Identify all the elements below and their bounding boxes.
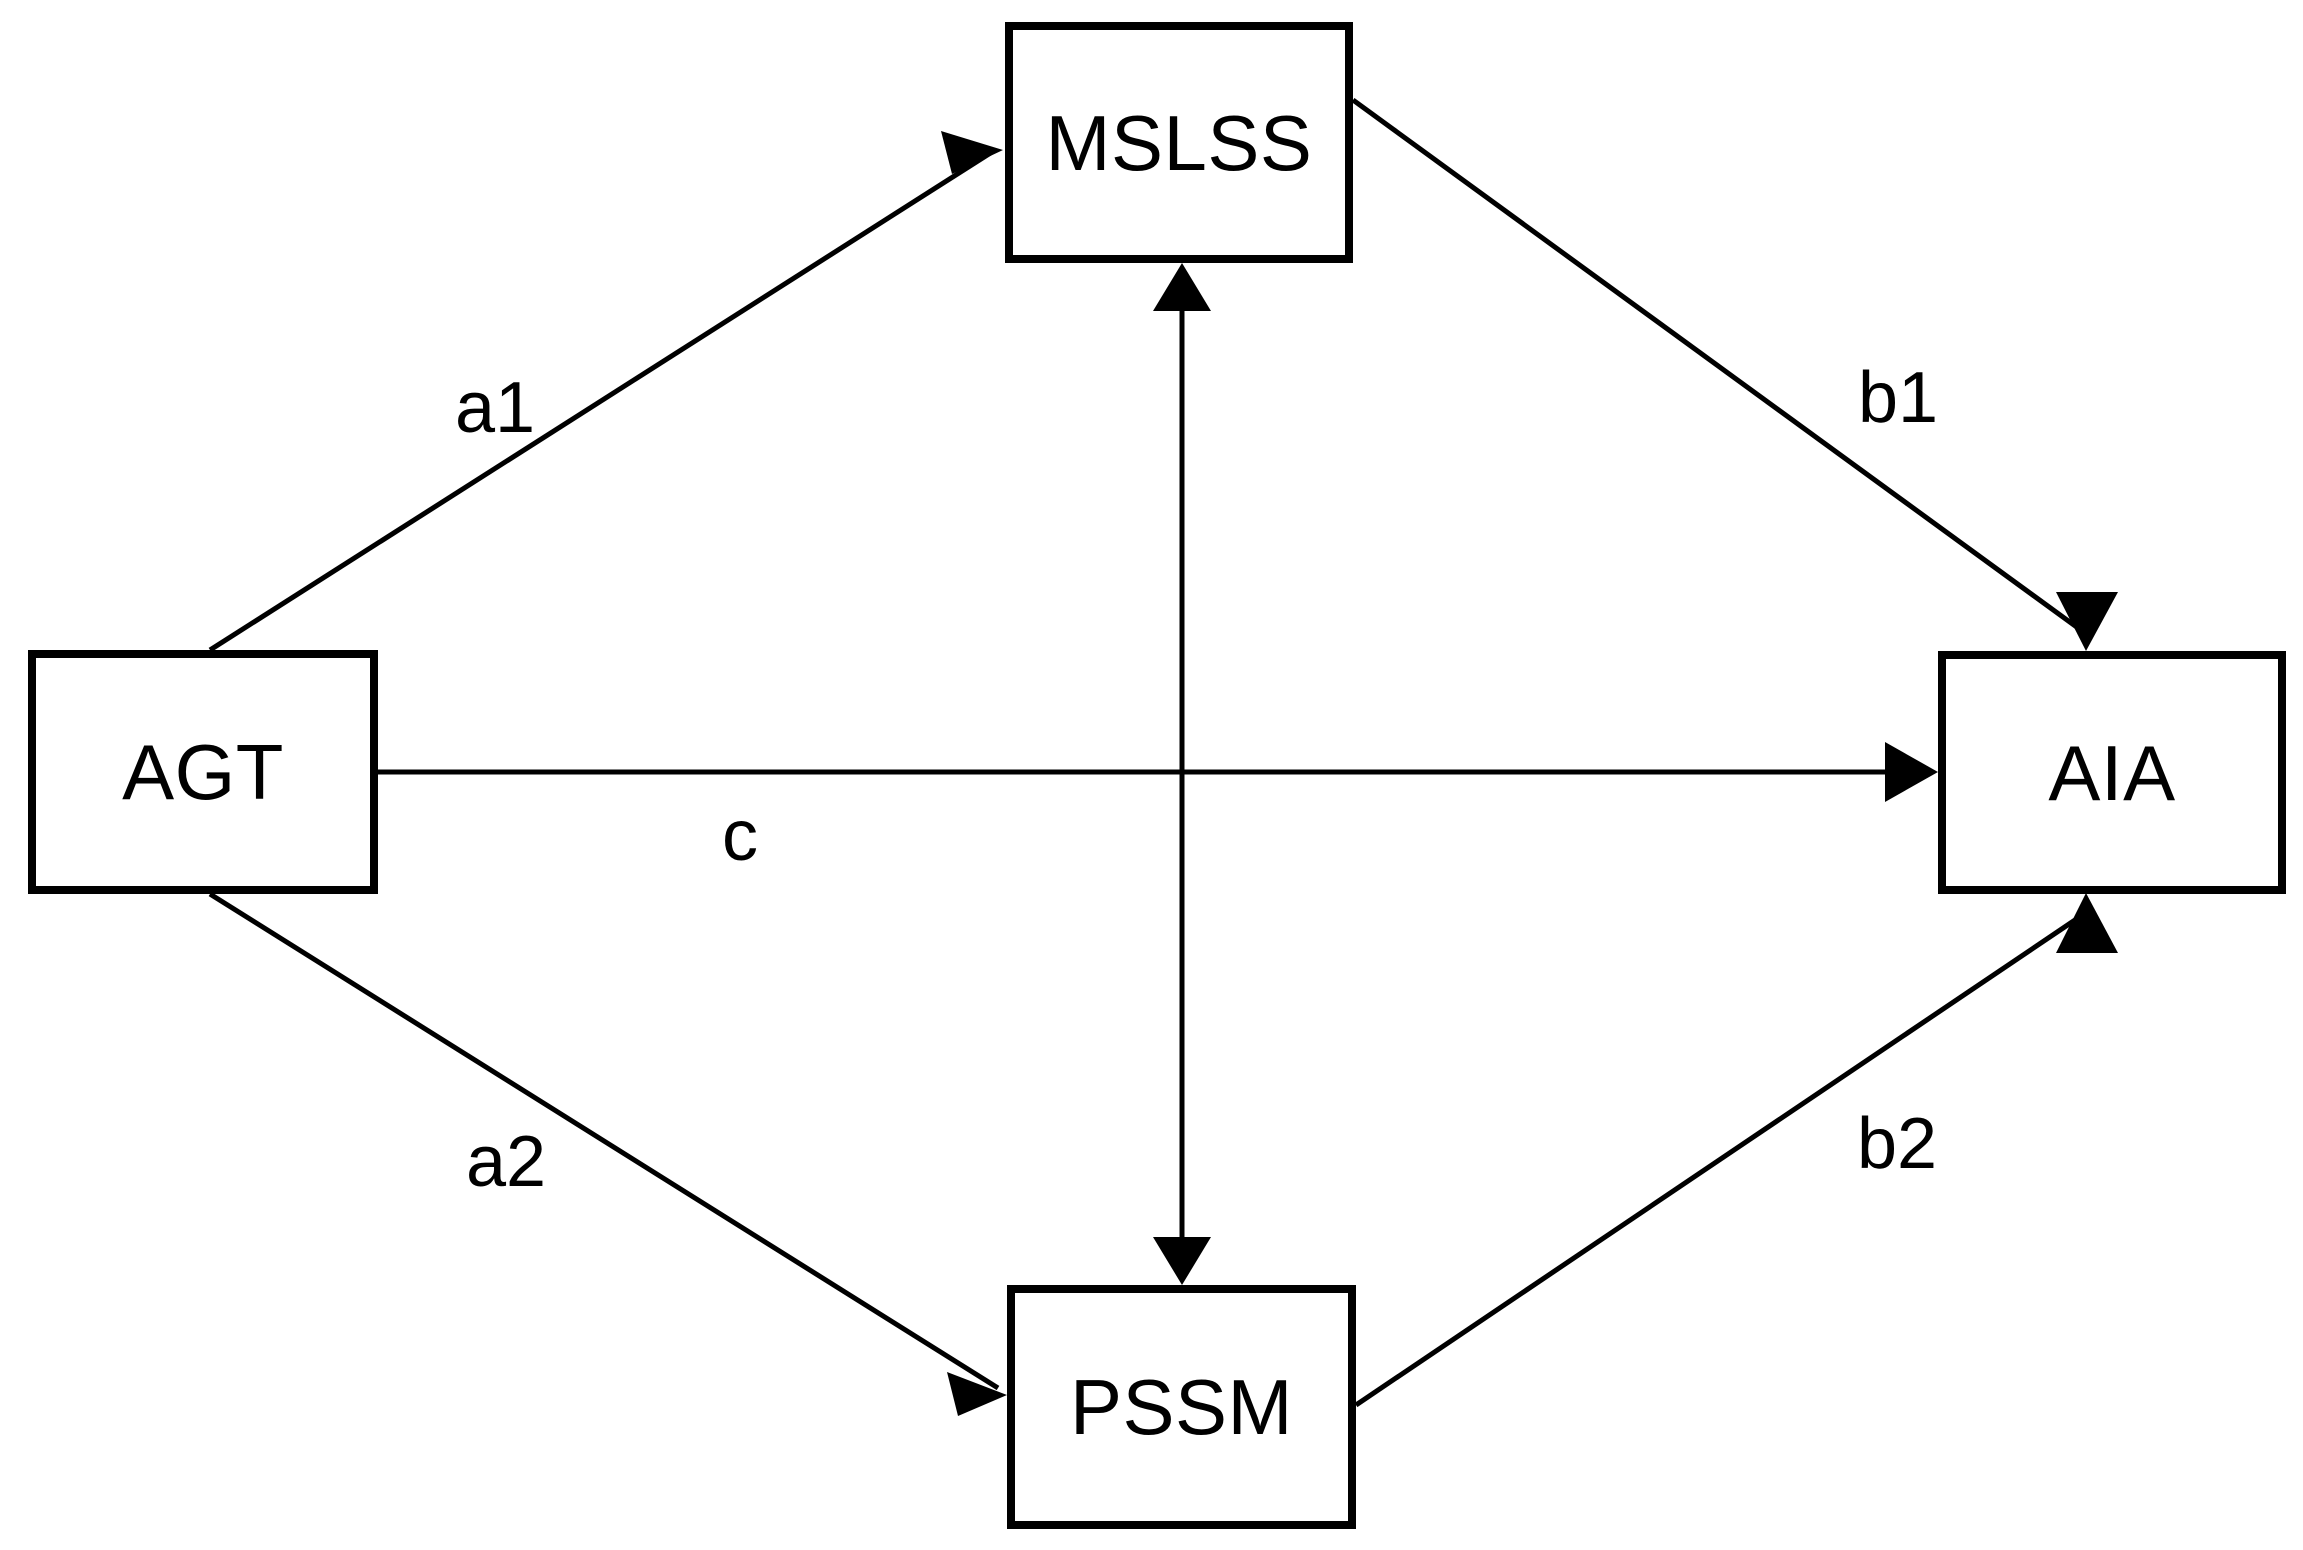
edge-c-arrowhead	[1885, 742, 1938, 802]
edge-c	[378, 742, 1938, 802]
edge-b1	[1351, 97, 2118, 651]
edge-b1-line	[1351, 97, 2080, 631]
node-agt-label: AGT	[122, 728, 284, 816]
edge-mslss-pssm-arrowhead-down	[1153, 1237, 1211, 1285]
node-pssm[interactable]: PSSM	[1007, 1285, 1356, 1529]
edge-label-b2: b2	[1857, 1104, 1938, 1184]
node-mslss-label: MSLSS	[1045, 98, 1313, 187]
node-aia-label: AIA	[2048, 728, 2176, 817]
edge-b2	[1354, 893, 2118, 1408]
edge-label-b1: b1	[1858, 358, 1939, 438]
node-aia[interactable]: AIA	[1938, 651, 2286, 894]
edge-label-c: c	[722, 796, 758, 876]
node-mslss[interactable]: MSLSS	[1005, 22, 1353, 263]
edge-b1-arrowhead	[2056, 592, 2118, 651]
edge-b2-arrowhead	[2056, 893, 2118, 953]
edge-a2-line	[208, 891, 1000, 1391]
edge-mslss-pssm-arrowhead-up	[1153, 263, 1211, 311]
edge-a2	[208, 891, 1007, 1416]
edge-b2-line	[1354, 915, 2080, 1408]
edge-a2-arrowhead	[947, 1372, 1007, 1416]
edge-a1	[208, 131, 1003, 653]
edge-a1-line	[208, 149, 994, 653]
edge-a1-arrowhead	[941, 131, 1003, 174]
edge-mslss-pssm	[1153, 263, 1211, 1285]
node-pssm-label: PSSM	[1069, 1363, 1294, 1451]
edge-label-a1: a1	[455, 368, 536, 448]
node-agt[interactable]: AGT	[28, 650, 378, 894]
edge-label-a2: a2	[466, 1122, 547, 1202]
